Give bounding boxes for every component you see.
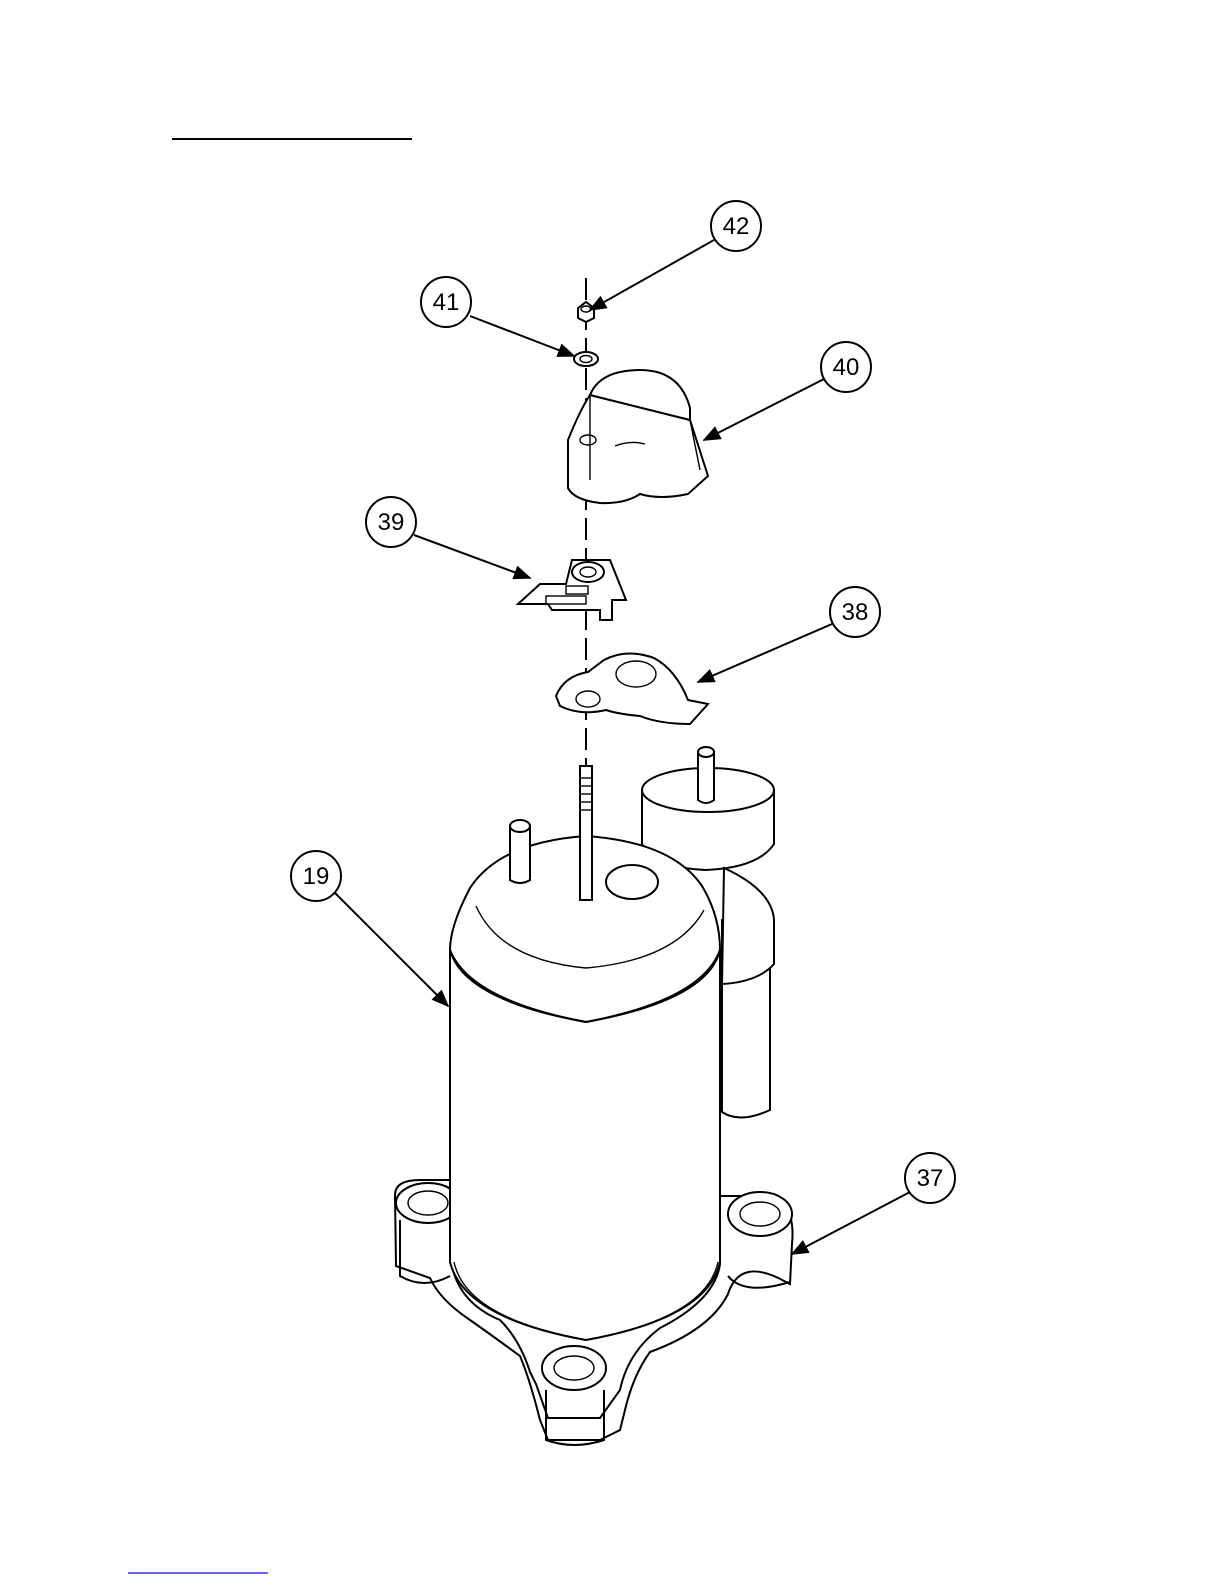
callout-42: 42 [711, 201, 761, 251]
callout-37: 37 [905, 1153, 955, 1203]
leader-40 [704, 378, 826, 440]
callout-19: 19 [291, 851, 341, 901]
callout-19-label: 19 [303, 863, 330, 890]
leader-38 [698, 624, 832, 682]
washer-part [574, 352, 598, 366]
leader-42 [590, 240, 714, 310]
callout-39-label: 39 [378, 509, 405, 536]
leader-19 [334, 892, 448, 1006]
terminal-clip-part [518, 560, 626, 620]
gasket-part [556, 653, 708, 724]
leader-39 [414, 535, 530, 578]
callout-38: 38 [830, 587, 880, 637]
callout-39: 39 [366, 497, 416, 547]
callout-41: 41 [421, 277, 471, 327]
callout-37-label: 37 [917, 1165, 944, 1192]
leader-37 [792, 1192, 910, 1254]
callout-40-label: 40 [833, 354, 860, 381]
callout-42-label: 42 [723, 213, 750, 240]
callout-41-label: 41 [433, 289, 460, 316]
nut-part [578, 302, 594, 322]
callout-38-label: 38 [842, 599, 869, 626]
callout-40: 40 [821, 342, 871, 392]
leader-41 [470, 316, 574, 356]
terminal-cover-part [568, 370, 708, 503]
footer-link-underline[interactable] [128, 1565, 268, 1579]
